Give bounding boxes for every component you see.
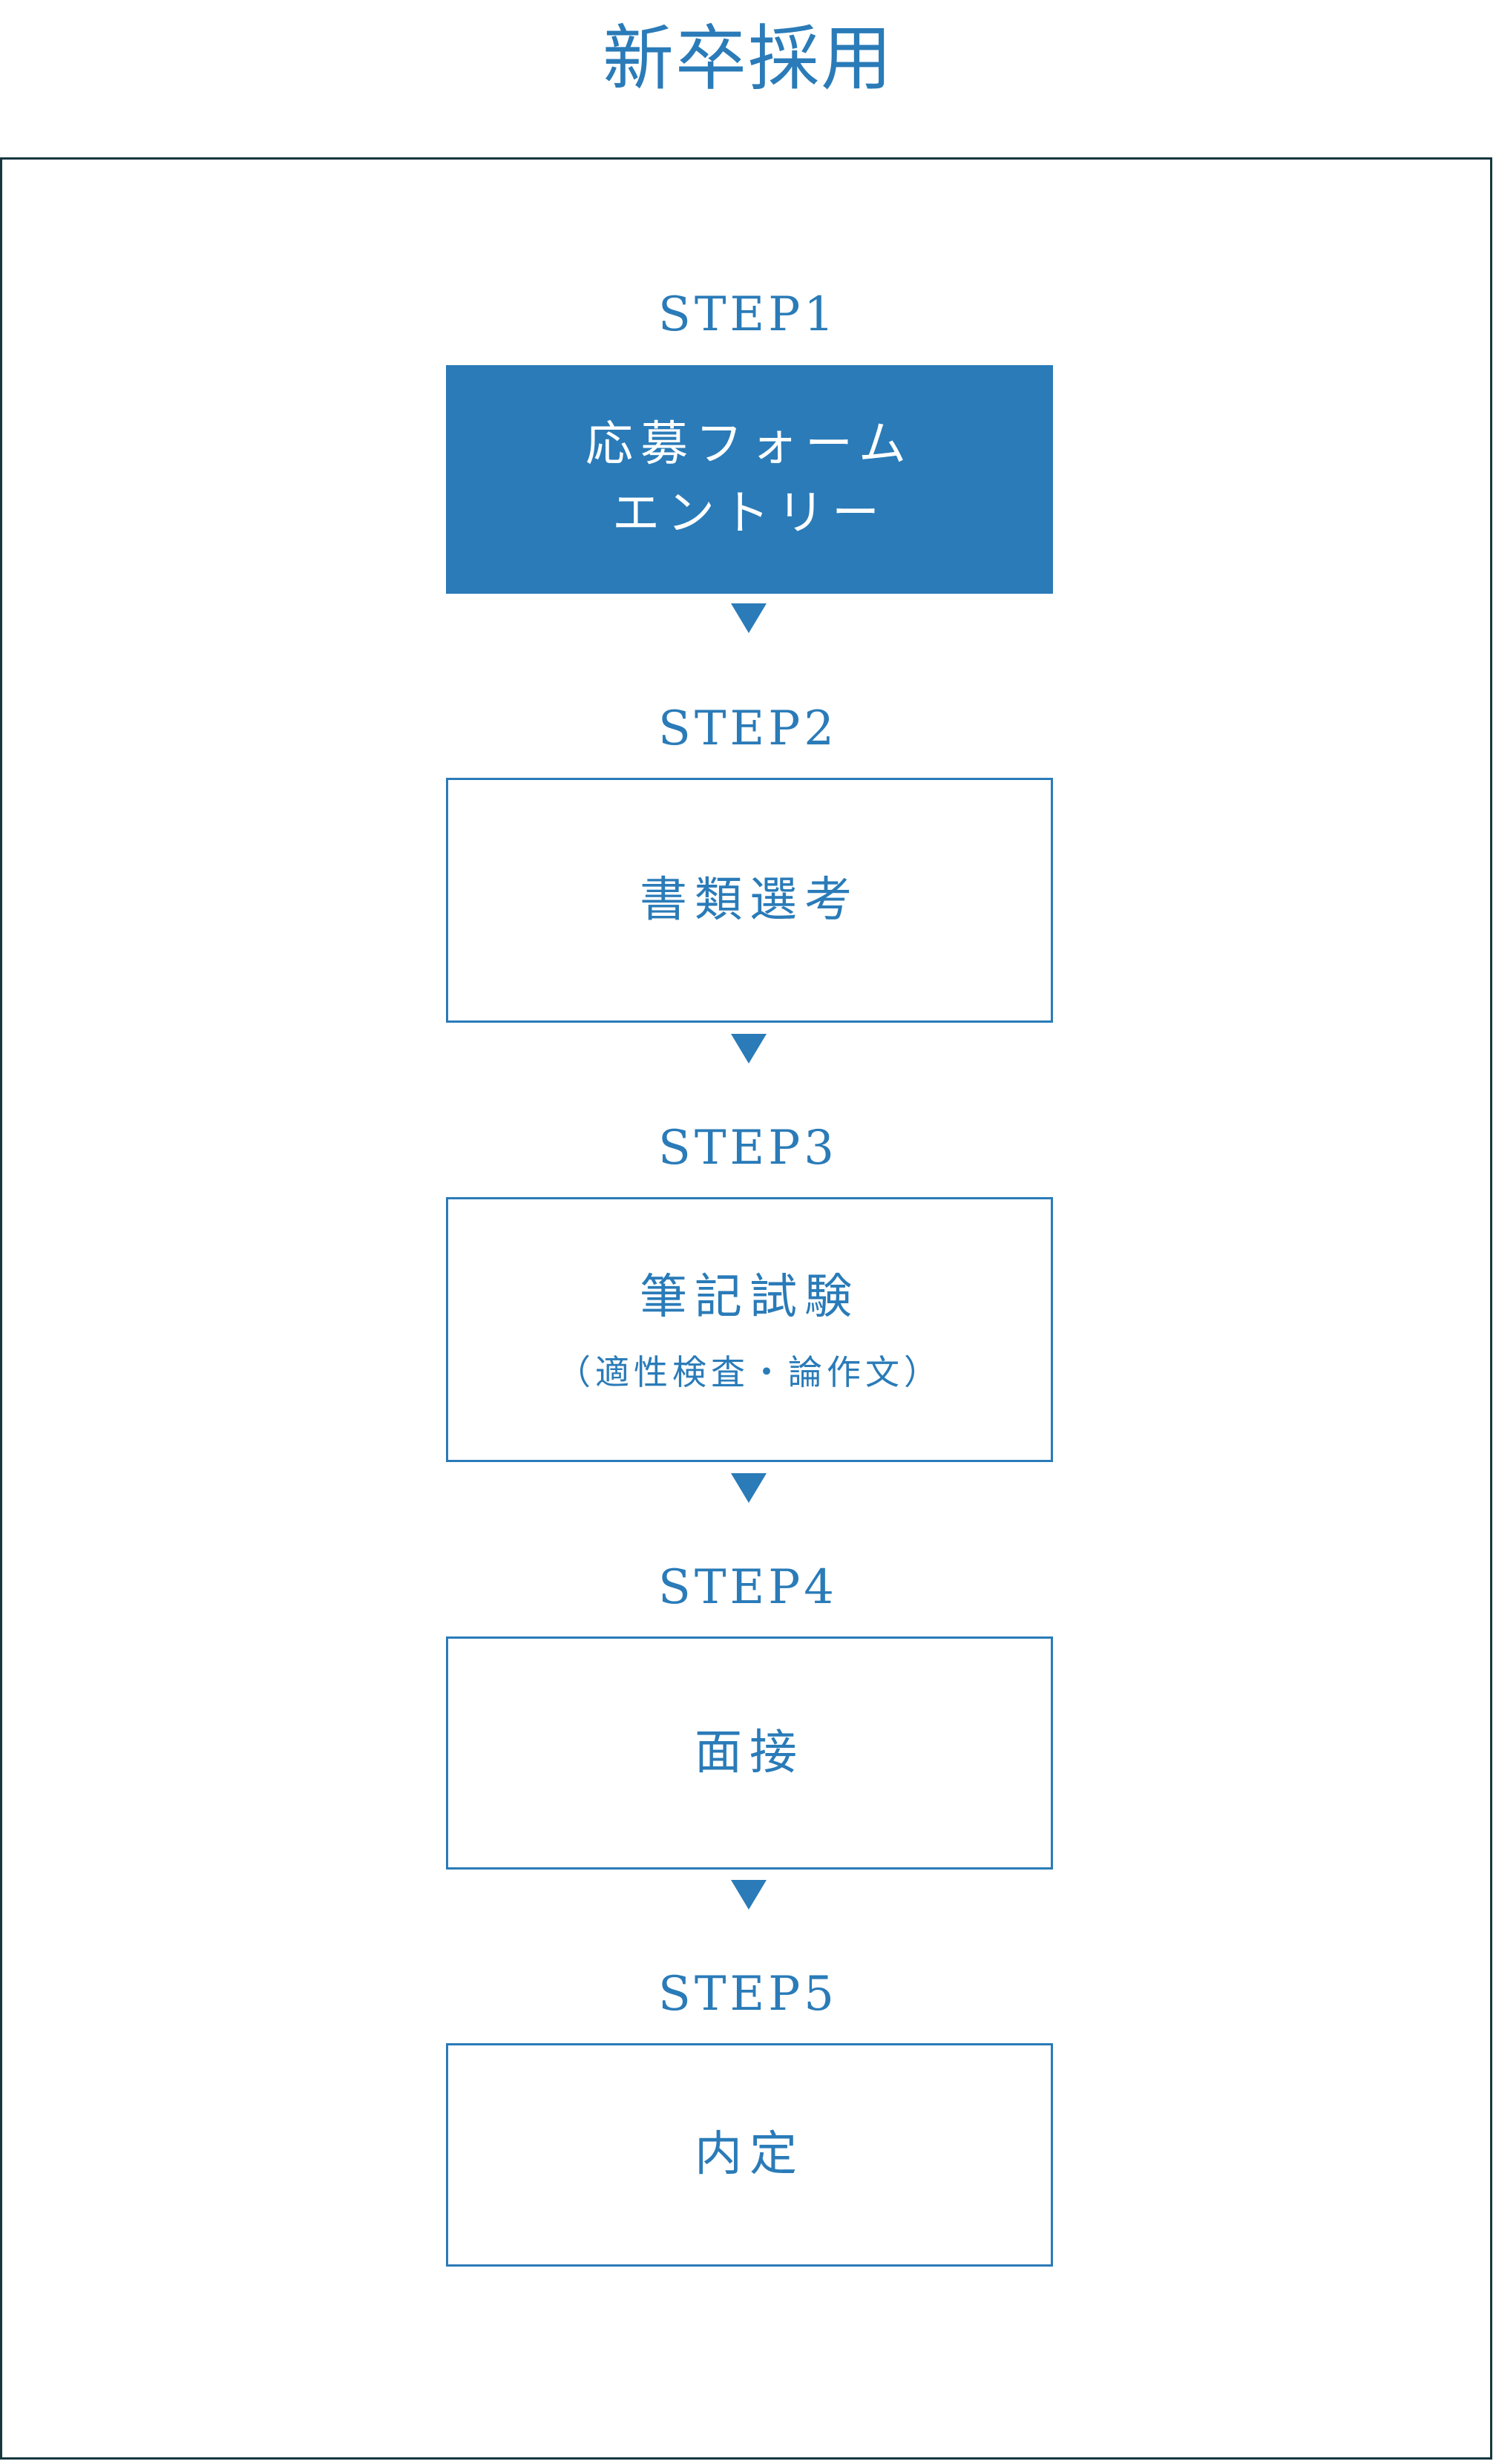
step-3-label: STEP3 <box>657 1121 839 1176</box>
page-title: 新卒採用 <box>603 16 893 100</box>
step-3-subtext: （適性検査・論作文） <box>557 1351 942 1392</box>
step-1-text-line-2: エントリー <box>612 486 887 541</box>
triangle-down-icon <box>731 603 767 633</box>
step-5-text-line-1: 内定 <box>695 2127 804 2183</box>
step-4-box: 面接 <box>446 1636 1053 1870</box>
triangle-down-icon <box>731 1880 767 1910</box>
step-5-label: STEP5 <box>657 1967 839 2022</box>
triangle-down-icon <box>731 1034 767 1064</box>
step-1-label: STEP1 <box>657 287 839 342</box>
recruitment-flow-frame <box>0 157 1492 2460</box>
step-5-box: 内定 <box>446 2043 1053 2267</box>
step-4-text-line-1: 面接 <box>695 1725 804 1780</box>
triangle-down-icon <box>731 1473 767 1503</box>
step-1-text-line-1: 応募フォーム <box>585 417 914 473</box>
step-4-label: STEP4 <box>657 1560 839 1615</box>
step-2-text-line-1: 書類選考 <box>640 872 859 928</box>
step-3-text-line-1: 筆記試験 <box>640 1269 859 1325</box>
step-2-box: 書類選考 <box>446 778 1053 1023</box>
step-1-box: 応募フォーム エントリー <box>446 365 1053 594</box>
step-3-box: 筆記試験 （適性検査・論作文） <box>446 1197 1053 1462</box>
step-2-label: STEP2 <box>657 701 839 756</box>
